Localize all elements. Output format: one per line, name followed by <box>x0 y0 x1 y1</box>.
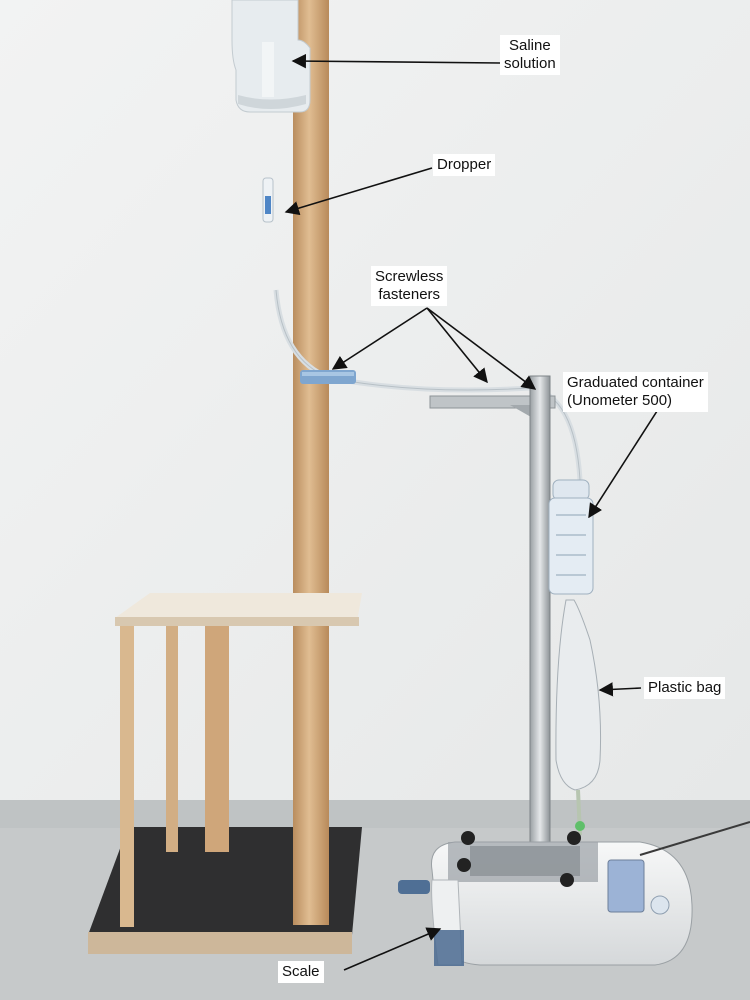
drain-tip <box>575 821 585 831</box>
power-cable <box>639 821 750 856</box>
label-fasteners-line1: Screwless <box>375 268 444 285</box>
arrow-fastener-1 <box>331 307 428 370</box>
annotation-arrows <box>284 53 660 971</box>
baseboard <box>0 800 750 830</box>
label-saline-line1: Saline <box>509 37 551 54</box>
scale-device <box>398 831 693 966</box>
arrow-container <box>588 407 660 519</box>
arrow-bag <box>598 682 642 697</box>
label-dropper-text: Dropper <box>437 156 492 173</box>
label-plastic-bag: Plastic bag <box>644 677 726 699</box>
arrow-fastener-3 <box>426 307 537 390</box>
label-scale-text: Scale <box>282 963 320 980</box>
dropper <box>262 177 274 223</box>
plastic-bag <box>555 599 602 791</box>
arrow-scale <box>343 927 442 971</box>
label-screwless-fasteners: Screwless fasteners <box>371 266 448 306</box>
blue-fastener <box>300 370 356 384</box>
table-top <box>115 593 362 626</box>
label-scale: Scale <box>278 961 324 983</box>
label-bag-text: Plastic bag <box>648 679 722 696</box>
arrow-saline <box>291 53 501 69</box>
label-container-line1: Graduated container <box>567 374 704 391</box>
graduated-container <box>548 479 594 595</box>
label-saline-solution: Saline solution <box>500 35 560 75</box>
label-dropper: Dropper <box>433 154 496 176</box>
arrow-fastener-2 <box>426 307 488 384</box>
label-fasteners-line2: fasteners <box>378 286 441 303</box>
label-container-line2: (Unometer 500) <box>567 392 673 409</box>
label-graduated-container: Graduated container (Unometer 500) <box>563 372 708 412</box>
metal-stand <box>529 375 551 847</box>
arrow-dropper <box>284 167 433 216</box>
table-legs <box>120 622 229 927</box>
label-saline-line2: solution <box>504 55 556 72</box>
wooden-pole <box>293 0 329 925</box>
saline-bottle <box>231 0 311 113</box>
